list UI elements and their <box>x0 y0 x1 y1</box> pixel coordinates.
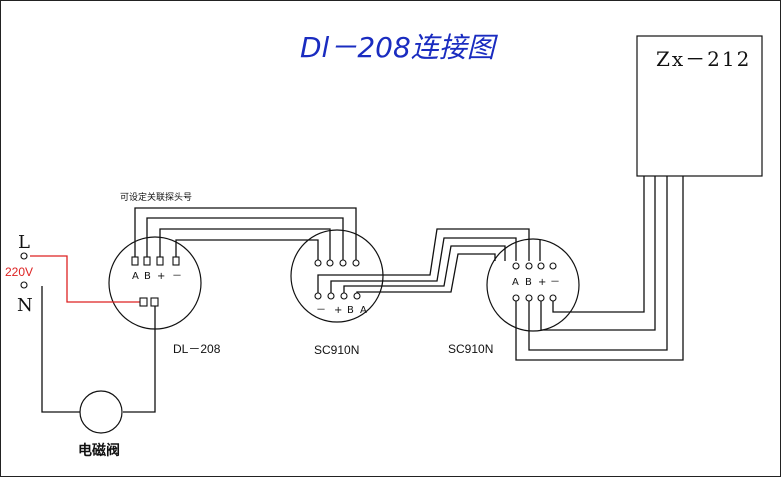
wire-sc1-minus <box>317 228 530 296</box>
sc1-pin-2: + <box>334 305 342 316</box>
dl208-terminal-minus <box>172 256 180 266</box>
wire-sc1-plus <box>330 237 517 296</box>
sc2-pin-4: － <box>550 277 560 288</box>
wire-valve-return <box>123 302 156 413</box>
sc1-pin-4: A <box>360 305 367 316</box>
dl208-power-terminal-2 <box>150 297 159 307</box>
zx212-label: Zx－212 <box>656 47 751 71</box>
valve-symbol <box>79 390 123 434</box>
power-L-terminal <box>20 252 28 260</box>
dl208-terminal-A <box>131 256 139 266</box>
sc1-terminal-minus <box>314 292 322 300</box>
wire-sc1-B <box>343 245 506 296</box>
sc2-bottom-terminal-1 <box>512 294 520 302</box>
sc1-top-terminal-2 <box>326 259 334 267</box>
wire-zx-3 <box>540 176 656 331</box>
power-N-label: N <box>17 295 33 316</box>
wire-power-N <box>41 286 80 413</box>
sc2-top-terminal-A <box>512 262 520 270</box>
sc910n-1-body <box>290 229 384 323</box>
dl208-pin-3: + <box>157 271 165 282</box>
sc1-terminal-B <box>340 292 348 300</box>
wire-power-L <box>30 255 140 303</box>
wire-zx-1 <box>515 176 684 361</box>
sc1-pin-3: B <box>347 305 354 316</box>
valve-label: 电磁阀 <box>78 442 120 459</box>
sc2-bottom-terminal-4 <box>549 294 557 302</box>
dl208-pin-1: A <box>132 271 139 282</box>
diagram-title: Dl－208连接图 <box>300 31 499 64</box>
sc2-top-terminal-minus <box>549 262 557 270</box>
sc2-name: SC910N <box>448 342 493 356</box>
dl208-pin-2: B <box>144 271 151 282</box>
dl208-terminal-B <box>143 256 151 266</box>
sc2-top-terminal-plus <box>537 262 545 270</box>
sc2-bottom-terminal-3 <box>537 294 545 302</box>
wire-zx-4 <box>552 176 645 313</box>
sc1-terminal-A <box>353 292 361 300</box>
sc1-top-terminal-3 <box>339 259 347 267</box>
wire-dl208-B <box>146 217 344 262</box>
wire-dl208-plus <box>159 228 331 262</box>
sc910n-2-body <box>486 238 580 332</box>
note-label: 可设定关联探头号 <box>120 191 192 202</box>
sc1-top-terminal-1 <box>314 259 322 267</box>
dl208-power-terminal-1 <box>139 297 148 307</box>
sc2-pin-2: B <box>525 277 532 288</box>
power-L-label: L <box>18 232 30 253</box>
sc2-top-terminal-B <box>525 262 533 270</box>
wire-dl208-minus <box>175 239 319 262</box>
dl208-pin-4: － <box>172 271 182 282</box>
wire-zx-2 <box>528 176 668 351</box>
voltage-label: 220V <box>5 265 33 279</box>
dl208-terminal-plus <box>156 256 164 266</box>
sc1-top-terminal-4 <box>352 259 360 267</box>
power-N-terminal <box>20 281 28 289</box>
sc2-pin-3: + <box>538 277 546 288</box>
sc2-bottom-terminal-2 <box>525 294 533 302</box>
sc1-pin-1: － <box>316 305 326 316</box>
sc2-pin-1: A <box>512 277 519 288</box>
sc1-name: SC910N <box>314 343 359 357</box>
zx212-box <box>636 35 763 177</box>
sc1-terminal-plus <box>327 292 335 300</box>
dl208-name: DL－208 <box>173 342 221 356</box>
wire-dl208-A <box>134 207 357 262</box>
